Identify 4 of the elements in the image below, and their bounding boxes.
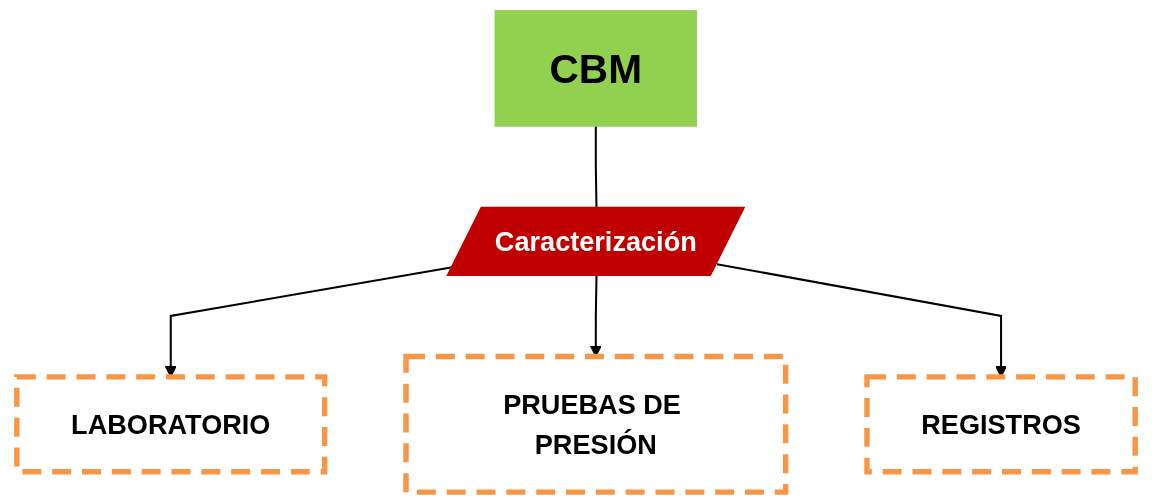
node-box: REGISTROS bbox=[864, 374, 1138, 475]
node-box: LABORATORIO bbox=[14, 374, 328, 475]
node-box: PRUEBAS DE PRESIÓN bbox=[403, 353, 789, 495]
node-box: CBM bbox=[494, 10, 698, 127]
